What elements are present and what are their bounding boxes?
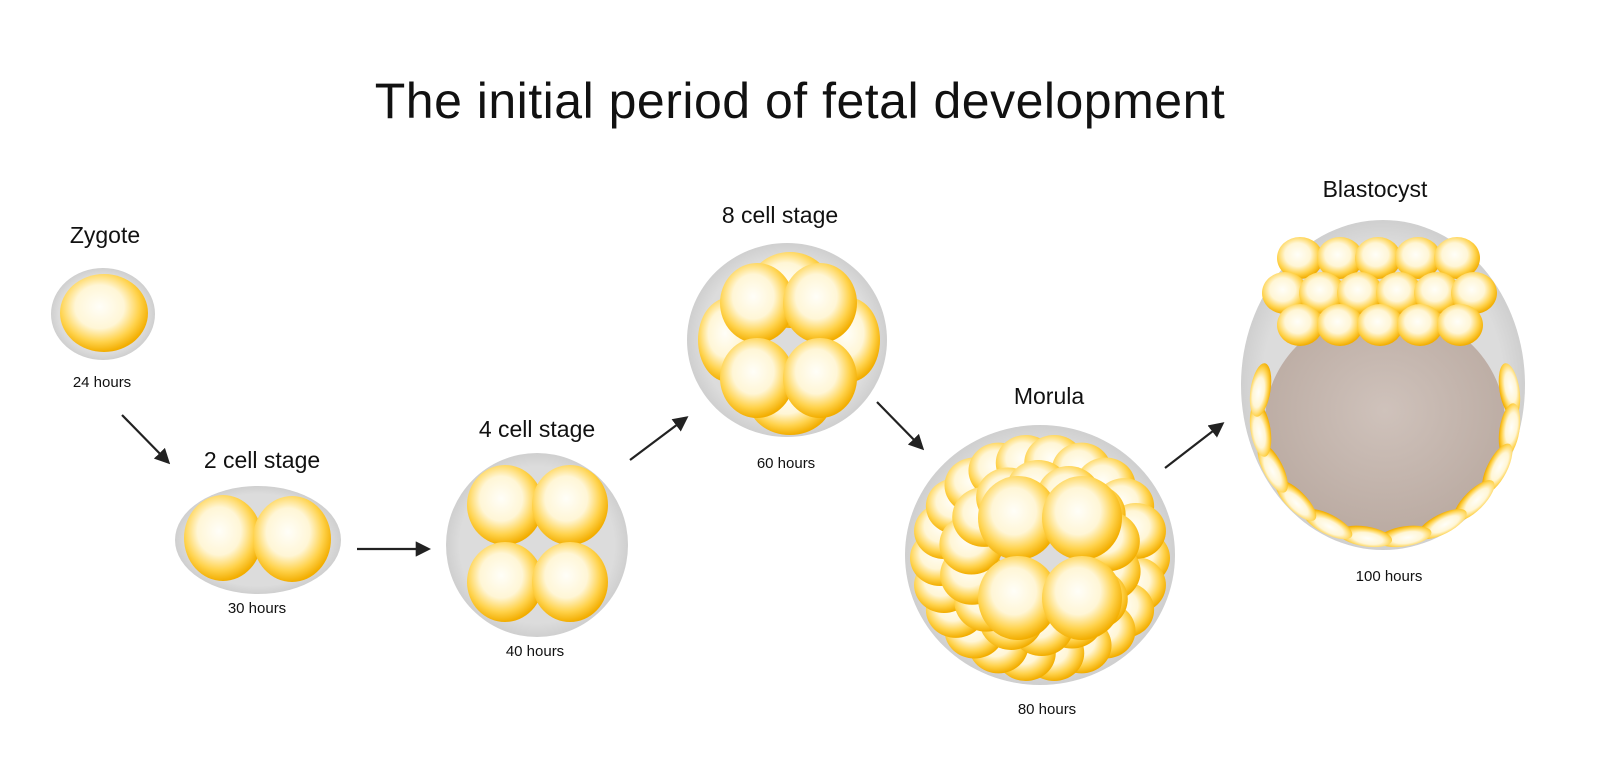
cell bbox=[1434, 237, 1480, 279]
cell bbox=[1437, 304, 1483, 346]
arrow-morula-to-blastocyst bbox=[1164, 422, 1225, 469]
cell bbox=[1262, 272, 1308, 314]
cell bbox=[1338, 525, 1393, 548]
two-cell-illustration bbox=[175, 486, 341, 594]
cell bbox=[532, 465, 608, 545]
stage-label-2-cell: 2 cell stage bbox=[203, 447, 321, 473]
cell bbox=[1395, 237, 1441, 279]
eight-cell-illustration bbox=[687, 243, 887, 437]
cell bbox=[184, 495, 262, 581]
stage-time-2-cell: 30 hours bbox=[227, 600, 287, 617]
morula-illustration bbox=[905, 425, 1175, 685]
cell bbox=[1357, 304, 1403, 346]
cell-cluster bbox=[910, 434, 1170, 682]
trophoblast-cells bbox=[1249, 363, 1521, 548]
arrow-4cell-to-8cell bbox=[629, 416, 689, 461]
cell bbox=[783, 263, 857, 343]
cell bbox=[1337, 272, 1383, 314]
cell bbox=[1042, 476, 1122, 560]
cell bbox=[1355, 237, 1401, 279]
stage-time-4-cell: 40 hours bbox=[505, 643, 565, 660]
cell bbox=[1498, 363, 1521, 417]
four-cell-illustration bbox=[446, 453, 628, 637]
cell bbox=[1498, 403, 1521, 457]
stage-label-zygote: Zygote bbox=[69, 222, 141, 248]
cell bbox=[467, 465, 543, 545]
cell bbox=[720, 338, 794, 418]
cell bbox=[467, 542, 543, 622]
inner-cell-mass bbox=[1262, 237, 1497, 346]
zona-pellucida bbox=[446, 453, 628, 637]
cell bbox=[1277, 237, 1323, 279]
stage-label-4-cell: 4 cell stage bbox=[478, 416, 596, 442]
zygote-illustration bbox=[51, 268, 155, 360]
cell bbox=[60, 274, 148, 352]
stage-time-blastocyst: 100 hours bbox=[1355, 568, 1423, 585]
cell bbox=[1317, 304, 1363, 346]
cell bbox=[720, 263, 794, 343]
cell bbox=[1249, 363, 1272, 417]
stage-label-8-cell: 8 cell stage bbox=[721, 202, 839, 228]
cell bbox=[253, 496, 331, 582]
cell bbox=[1299, 272, 1345, 314]
diagram-title: The initial period of fetal development bbox=[374, 73, 1226, 129]
stage-label-morula: Morula bbox=[1013, 383, 1085, 409]
cell bbox=[1249, 403, 1272, 457]
cell bbox=[1317, 237, 1363, 279]
cell bbox=[532, 542, 608, 622]
cell bbox=[978, 556, 1058, 640]
cell bbox=[1277, 304, 1323, 346]
stage-time-8-cell: 60 hours bbox=[756, 455, 816, 472]
arrow-8cell-to-morula bbox=[876, 401, 925, 451]
blastocyst-illustration bbox=[1241, 220, 1525, 550]
cell bbox=[1042, 556, 1122, 640]
blastocoel-cavity bbox=[1265, 310, 1505, 534]
cell bbox=[978, 476, 1058, 560]
stage-time-zygote: 24 hours bbox=[72, 374, 132, 391]
stage-time-morula: 80 hours bbox=[1017, 701, 1077, 718]
cell bbox=[1397, 304, 1443, 346]
cell bbox=[1451, 272, 1497, 314]
arrow-zygote-to-2cell bbox=[121, 414, 171, 465]
cell bbox=[1414, 272, 1460, 314]
cell bbox=[1376, 272, 1422, 314]
cell bbox=[783, 338, 857, 418]
stage-label-blastocyst: Blastocyst bbox=[1322, 176, 1428, 202]
